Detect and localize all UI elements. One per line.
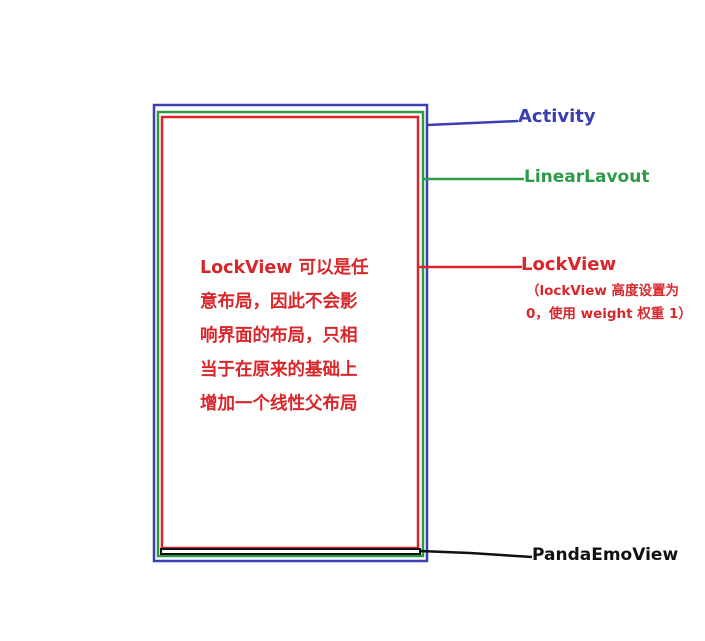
linear-layout-box [156,110,425,558]
description-line: 增加一个线性父布局 [200,394,358,414]
description-line: LockView 可以是任 [200,258,369,278]
panda-emo-view-label: PandaEmoView [532,545,679,565]
activity-box [152,103,429,563]
panda-emo-view-box [160,548,421,555]
lock-view-description: LockView 可以是任 意布局，因此不会影 响界面的布局，只相 当于在原来的… [200,251,390,421]
activity-label: Activity [518,106,596,127]
description-line: 响界面的布局，只相 [200,326,358,346]
lock-view-note: （lockView 高度设置为0，使用 weight 权重 1） [526,283,692,322]
linear-layout-label: LinearLavout [524,167,650,187]
description-line: 意布局，因此不会影 [200,292,358,312]
panda-emo-view-leader-line [419,549,533,559]
description-line: 当于在原来的基础上 [200,360,358,380]
activity-leader-line [426,119,519,127]
lock-view-label: LockView [521,254,617,275]
